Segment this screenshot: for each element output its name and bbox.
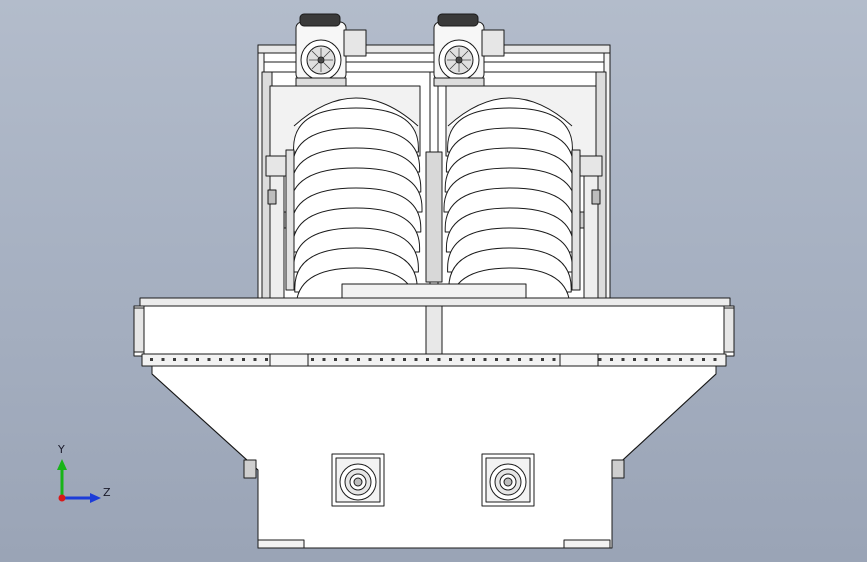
rivet <box>150 358 153 361</box>
rivet <box>702 358 705 361</box>
rivet <box>173 358 176 361</box>
rivet <box>196 358 199 361</box>
rivet <box>242 358 245 361</box>
coordinate-triad <box>57 459 101 503</box>
outlet-flange-right[interactable] <box>481 453 535 507</box>
rivet <box>472 358 475 361</box>
rivet <box>345 358 349 361</box>
rivet <box>219 358 222 361</box>
rivet <box>449 358 452 361</box>
rivet <box>161 358 165 361</box>
table-platform <box>133 283 735 367</box>
rivet <box>311 358 314 361</box>
rivet <box>667 358 671 361</box>
rivet <box>656 358 659 361</box>
z-axis-arrowhead <box>90 493 101 503</box>
rivet <box>230 358 234 361</box>
y-axis-label: Y <box>58 443 65 456</box>
hopper-body <box>151 365 717 549</box>
y-axis-arrowhead <box>57 459 67 470</box>
rivet <box>598 358 602 361</box>
rivet <box>633 358 636 361</box>
rivet <box>690 358 694 361</box>
outlet-flange-left[interactable] <box>331 453 385 507</box>
rivet <box>368 358 372 361</box>
rivet <box>679 358 682 361</box>
rivet <box>541 358 544 361</box>
rivet <box>495 358 498 361</box>
rivet <box>518 358 521 361</box>
rivet <box>552 358 556 361</box>
rivet <box>265 358 268 361</box>
disc-stack-left <box>285 97 423 313</box>
rivet <box>380 358 383 361</box>
disc-stack-right <box>443 97 581 313</box>
rivet <box>207 358 211 361</box>
rivet <box>391 358 395 361</box>
motor-right[interactable] <box>433 13 505 87</box>
rivet <box>426 358 429 361</box>
rivet <box>437 358 441 361</box>
rivet <box>334 358 337 361</box>
rivet <box>253 358 257 361</box>
rivet <box>506 358 510 361</box>
rivet <box>357 358 360 361</box>
rivet <box>621 358 625 361</box>
rivet <box>460 358 464 361</box>
rivet <box>644 358 648 361</box>
rivet <box>610 358 613 361</box>
rivet <box>414 358 418 361</box>
rivet <box>403 358 406 361</box>
rivet <box>322 358 326 361</box>
x-axis-dot <box>58 494 66 502</box>
rivet <box>184 358 188 361</box>
motor-left[interactable] <box>295 13 367 87</box>
z-axis-label: Z <box>103 486 111 499</box>
rivet <box>483 358 487 361</box>
rivet <box>529 358 533 361</box>
rivet <box>713 358 717 361</box>
